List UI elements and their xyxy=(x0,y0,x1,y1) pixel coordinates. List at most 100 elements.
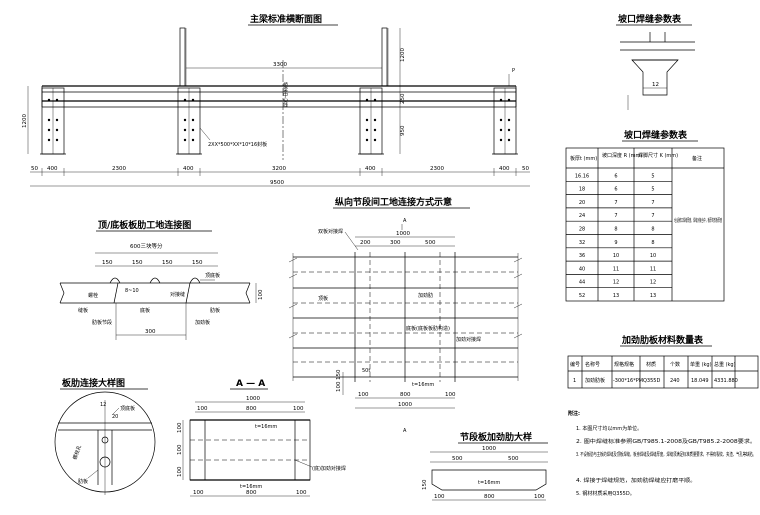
sc-btm-note: 底板(底板板肋构造) xyxy=(406,325,450,332)
tp-dim-2: 150 xyxy=(162,260,173,266)
weld-table-cell: 44 xyxy=(579,280,585,286)
note-0: 1. 本图尺寸均以mm为单位。 xyxy=(576,425,642,432)
aa-thk: t=16mm xyxy=(255,424,277,430)
rib-rib: 肋板 xyxy=(78,478,88,485)
sc-rib-plate: 加劲肋 xyxy=(418,292,433,299)
sc-dim-b: 300 xyxy=(390,240,401,246)
weld-table-cell: 11 xyxy=(613,266,619,272)
weld-table-cell: 13 xyxy=(613,293,619,299)
tp-dim-3: 150 xyxy=(192,260,203,266)
mt-r0-c2: -300*16*PM xyxy=(613,378,643,384)
rib-top-label: 顶底板 xyxy=(120,405,135,412)
note-3: 4. 焊接于焊缝规范，加劲肋焊缝应打磨平顺。 xyxy=(576,477,696,484)
weld-table-cell: 20 xyxy=(579,200,585,206)
material-table: 加劲肋板材料数量表 编号 名称号 规格规格 材质 个数 单重 (kg) 总重 (… xyxy=(567,334,759,389)
sc-marker-top: A xyxy=(403,218,407,224)
sc-btotal: 1000 xyxy=(398,402,412,408)
weld-table-cell: 5 xyxy=(651,187,654,193)
aa-dim-2: 100 xyxy=(293,406,304,412)
weld-table-cell: 9 xyxy=(614,240,617,246)
mt-h5: 单重 (kg) xyxy=(690,361,712,368)
weld-small-dim: 12 xyxy=(652,82,659,88)
weld-table-cell: 12 xyxy=(613,280,619,286)
section-connect-title: 纵向节段间工地连接方式示意 xyxy=(335,196,452,208)
notes: 附注: 1. 本图尺寸均以mm为单位。 2. 图中焊缝标准参照GB/T985.1… xyxy=(568,410,756,497)
weld-table-cell: 8 xyxy=(651,227,654,233)
sc-bdim-1: 800 xyxy=(400,392,411,398)
st-dim-1: 500 xyxy=(508,456,519,462)
wt-h2: 焊脚尺寸 K (mm) xyxy=(638,152,678,159)
dim-row-6: 2300 xyxy=(430,166,444,172)
weld-param-small: 坡口焊缝参数表 12 xyxy=(616,13,695,110)
tp-height-dim: 100 xyxy=(258,289,264,300)
wt-h1: 坡口深度 R (mm) xyxy=(602,152,642,159)
st-side: 150 xyxy=(422,479,428,490)
section-marker: P xyxy=(512,68,515,74)
section-connect: 纵向节段间工地连接方式示意 A A 1000 200 300 500 双板对接焊 xyxy=(288,196,523,434)
sc-dim-total: 1000 xyxy=(396,231,410,237)
dim-row-3: 400 xyxy=(183,166,194,172)
mt-r0-c1: 加劲肋板 xyxy=(585,377,605,384)
girder-1 xyxy=(40,87,66,155)
aa-section: A — A 1000 100 800 100 t=16mm t=16mm (底)… xyxy=(177,379,346,497)
tp-spacer: 缝板 xyxy=(78,307,88,314)
st-bdim-2: 100 xyxy=(534,494,545,500)
dim-right-height: 1200 xyxy=(400,48,406,62)
weld-table-cell: 13 xyxy=(650,293,656,299)
weld-small-title: 坡口焊缝参数表 xyxy=(618,13,682,25)
weld-table-cell: 8 xyxy=(614,227,617,233)
dim-row-8: 50 xyxy=(522,166,529,172)
rib-detail: 板肋连接大样图 顶底板 12 20 螺栓孔 肋板 xyxy=(54,377,156,495)
mt-r0-c5: 18.049 xyxy=(691,378,709,384)
sc-top-plate: 顶板 xyxy=(318,295,328,302)
sc-lap-label: 双板对接焊 xyxy=(318,228,343,235)
aa-thk2: t=16mm xyxy=(240,484,262,490)
dim-row-0: 50 xyxy=(31,166,38,172)
rib-r1: 12 xyxy=(100,402,106,408)
material-title: 加劲肋板材料数量表 xyxy=(621,334,704,346)
aa-side-0: 100 xyxy=(177,422,183,433)
weld-table-cell: 5 xyxy=(651,173,654,179)
weld-table-cell: 18 xyxy=(579,187,585,193)
st-bdim-0: 100 xyxy=(434,494,445,500)
weld-table-cell: 6 xyxy=(614,187,617,193)
st-bdim-1: 800 xyxy=(484,494,495,500)
mt-r0-c6: 4331.880 xyxy=(714,378,738,384)
dim-row-4: 3200 xyxy=(272,166,286,172)
tp-bolt: 螺栓 xyxy=(88,292,98,299)
aa-dim-1: 800 xyxy=(246,406,257,412)
tp-stiff: 加劲板 xyxy=(195,319,210,326)
dim-mid-a: 250 xyxy=(400,93,406,104)
mt-h4: 个数 xyxy=(670,361,680,368)
note-4: 5. 钢材材质采用Q355D。 xyxy=(576,490,635,497)
mt-h2: 规格规格 xyxy=(614,361,634,368)
weld-table-cell: 10 xyxy=(613,253,619,259)
rib-detail-title: 板肋连接大样图 xyxy=(62,377,125,389)
wt-remark: t合适坡口焊缝厚度，焊缝对接合中，板厚的较板厚度 xyxy=(674,217,722,224)
note-2: 3. 不设板肋与主板的焊缝及顶板焊缝，板身焊缝及焊缝厚度，焊缝须满足标准质量要求… xyxy=(576,451,756,458)
girder-3 xyxy=(358,87,384,155)
dim-row-2: 2300 xyxy=(112,166,126,172)
weld-table-cell: 6 xyxy=(614,173,617,179)
weld-table-cell: 8 xyxy=(651,240,654,246)
dim-row-5: 400 xyxy=(365,166,376,172)
sc-marker-bottom: A xyxy=(403,428,407,434)
mt-r0-c0: 1 xyxy=(573,378,576,384)
tp-weld-plate: 肋板节段 xyxy=(92,319,112,326)
weld-table-cell: 40 xyxy=(579,266,585,272)
rib-hole: 螺栓孔 xyxy=(71,444,83,461)
weld-table-cell: 52 xyxy=(579,293,585,299)
stiffener-detail: 节段板加劲肋大样 1000 500 500 t=16mm 100 800 100… xyxy=(422,431,548,501)
aa-dim-0: 100 xyxy=(197,406,208,412)
tp-dim-1: 150 xyxy=(132,260,143,266)
weld-table-cell: 7 xyxy=(614,200,617,206)
weld-table-cell: 16.16 xyxy=(575,173,589,179)
tp-dim-0: 150 xyxy=(102,260,113,266)
sc-thk: t=16mm xyxy=(412,382,434,388)
aa-side-2: 100 xyxy=(177,466,183,477)
mt-h6: 总重 (kg) xyxy=(714,361,736,368)
mt-h3: 材质 xyxy=(646,361,656,368)
